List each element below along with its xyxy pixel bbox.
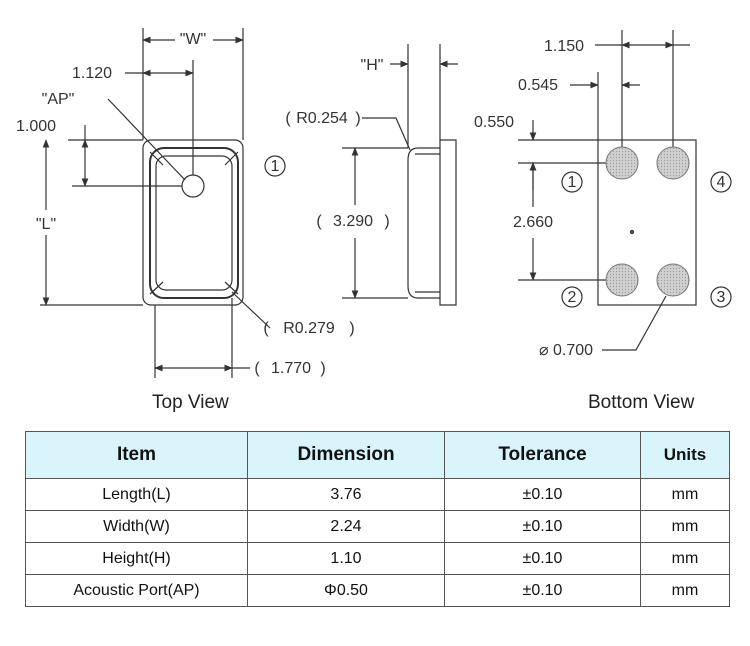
dim-1770-open: ( (254, 360, 260, 377)
pin-label-2: 2 (568, 289, 577, 306)
dim-1770-close: ) (320, 360, 325, 377)
mechanical-drawing: "W" 1.120 "AP" 1.000 "L" 1 ( R0.279 ) ( … (16, 28, 732, 378)
spec-table: Item Dimension Tolerance Units Length(L)… (25, 431, 730, 607)
cell-item: Height(H) (25, 542, 248, 575)
table-row: Acoustic Port(AP) Φ0.50 ±0.10 mm (25, 574, 730, 607)
dim-1000: 1.000 (16, 118, 56, 135)
dim-r0254: R0.254 (296, 110, 348, 127)
cell-units: mm (640, 510, 730, 543)
pin-label-3: 3 (717, 289, 726, 306)
dim-r0279-close: ) (349, 320, 354, 337)
cell-item: Acoustic Port(AP) (25, 574, 248, 607)
dim-1770: 1.770 (271, 360, 311, 377)
table-row: Length(L) 3.76 ±0.10 mm (25, 478, 730, 511)
dim-r0279: R0.279 (283, 320, 335, 337)
label-l: "L" (36, 216, 56, 233)
cell-tolerance: ±0.10 (444, 478, 641, 511)
dim-1120: 1.120 (72, 65, 112, 82)
dim-r0279-open: ( (263, 320, 269, 337)
label-w: "W" (180, 31, 206, 48)
dim-3290: 3.290 (333, 213, 373, 230)
cell-dimension: 1.10 (247, 542, 445, 575)
bottom-view (518, 30, 732, 351)
cell-dimension: 2.24 (247, 510, 445, 543)
pin-label-4: 4 (717, 174, 726, 191)
side-view (342, 44, 458, 306)
bottom-view-title: Bottom View (588, 392, 695, 413)
dim-2660: 2.660 (513, 214, 553, 231)
dim-0545: 0.545 (518, 77, 558, 94)
pad-1 (605, 146, 639, 180)
table-row: Height(H) 1.10 ±0.10 mm (25, 542, 730, 575)
cell-dimension: 3.76 (247, 478, 445, 511)
pad-2 (605, 263, 639, 297)
top-view-title: Top View (152, 392, 229, 413)
dim-3290-open: ( (316, 213, 322, 230)
dim-1150: 1.150 (544, 38, 584, 55)
header-item: Item (25, 431, 248, 479)
cell-units: mm (640, 542, 730, 575)
label-ap: "AP" (42, 91, 75, 108)
dim-0550: 0.550 (474, 114, 514, 131)
cell-tolerance: ±0.10 (444, 574, 641, 607)
header-tolerance: Tolerance (444, 431, 641, 479)
dim-pad-diameter: ⌀ 0.700 (539, 342, 593, 359)
table-row: Width(W) 2.24 ±0.10 mm (25, 510, 730, 543)
pad-4 (656, 146, 690, 180)
cell-tolerance: ±0.10 (444, 510, 641, 543)
header-dimension: Dimension (247, 431, 445, 479)
pin-marker-top: 1 (271, 158, 280, 175)
cell-dimension: Φ0.50 (247, 574, 445, 607)
dim-3290-close: ) (384, 213, 389, 230)
dim-r0254-open: ( (285, 110, 291, 127)
cell-tolerance: ±0.10 (444, 542, 641, 575)
cell-units: mm (640, 574, 730, 607)
bottom-pads (605, 146, 690, 297)
header-units: Units (640, 431, 730, 479)
pin-label-1: 1 (568, 174, 577, 191)
cell-units: mm (640, 478, 730, 511)
label-h: "H" (361, 57, 384, 74)
dim-r0254-close: ) (355, 110, 360, 127)
table-header-row: Item Dimension Tolerance Units (25, 431, 730, 479)
cell-item: Length(L) (25, 478, 248, 511)
cell-item: Width(W) (25, 510, 248, 543)
pad-3 (656, 263, 690, 297)
top-view (40, 28, 286, 378)
